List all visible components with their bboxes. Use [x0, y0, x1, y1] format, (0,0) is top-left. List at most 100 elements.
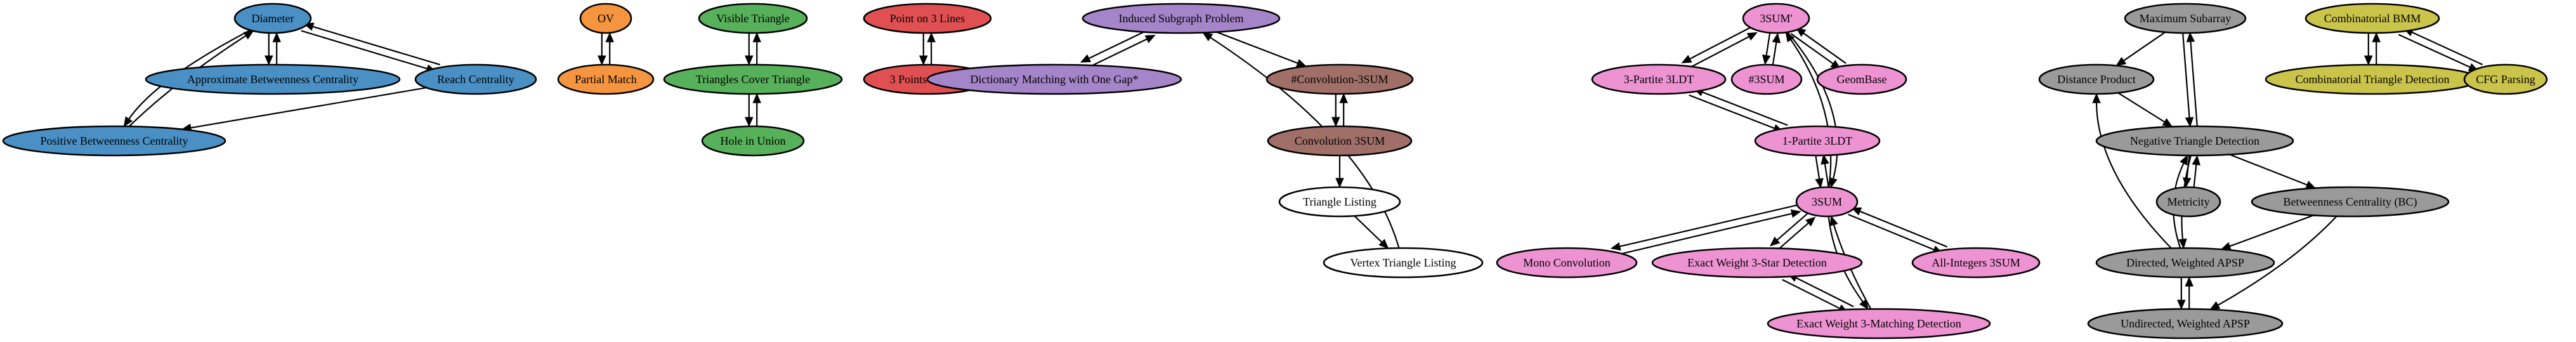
- node-label-visible_tri: Visible Triangle: [716, 12, 789, 25]
- edge-three_sum-to-all_int: [1848, 214, 1936, 251]
- node-label-metricity: Metricity: [2167, 195, 2210, 208]
- edge-tri_listing-to-vtx_tri_listing: [1354, 215, 1383, 244]
- edge-bc-to-dir_apsp: [2228, 214, 2314, 247]
- edge-three_partite-to-three_sum_prime: [1687, 35, 1751, 70]
- node-shape-ov: [579, 3, 632, 34]
- node-shape-dist_product: [2038, 63, 2155, 95]
- node-shape-vtx_tri_listing: [1323, 247, 1484, 279]
- node-point_3lines: Point on 3 Lines: [863, 3, 992, 34]
- edge-reach-to-diameter: [311, 25, 441, 65]
- arrowhead-comb_bmm-to-comb_tri: [2364, 55, 2373, 66]
- node-shape-tri_cover: [663, 63, 843, 95]
- node-three_partite: 3-Partite 3LDT: [1591, 63, 1727, 95]
- node-shape-sharp3sum: [1730, 63, 1803, 95]
- edge-three_sum_prime-to-three_partite: [1688, 25, 1753, 60]
- node-label-sharp3sum: #3SUM: [1748, 73, 1784, 86]
- node-label-comb_tri: Combinatorial Triangle Detection: [2296, 73, 2450, 86]
- edge-exact_match-to-exact_star: [1795, 276, 1854, 308]
- node-tri_listing: Triangle Listing: [1278, 186, 1401, 218]
- edge-one_partite-to-three_partite: [1701, 91, 1788, 126]
- node-shape-bc: [2251, 186, 2450, 218]
- node-shape-dir_apsp: [2095, 247, 2275, 279]
- arrowhead-point_3lines-to-three_pts_line: [919, 55, 928, 66]
- node-tri_cover: Triangles Cover Triangle: [663, 63, 843, 95]
- node-label-three_sum: 3SUM: [1812, 195, 1842, 208]
- arrowhead-tri_cover-to-hole_union: [745, 117, 754, 128]
- node-label-max_subarray: Maximum Subarray: [2140, 12, 2231, 25]
- node-ov: OV: [579, 3, 632, 34]
- edge-diameter-to-reach: [301, 30, 429, 70]
- node-label-diameter: Diameter: [252, 12, 294, 25]
- arrowhead-undir_apsp-to-dir_apsp: [2185, 276, 2194, 287]
- edge-induced_sub-to-sharp_conv: [1216, 31, 1300, 65]
- edge-mono_conv-to-three_sum: [1615, 213, 1794, 256]
- node-label-conv_3sum: Convolution 3SUM: [1295, 135, 1385, 147]
- node-dict_match: Dictionary Matching with One Gap*: [926, 63, 1182, 95]
- node-mono_conv: Mono Convolution: [1496, 247, 1638, 279]
- node-max_subarray: Maximum Subarray: [2124, 3, 2247, 34]
- arrowhead-dir_apsp-to-undir_apsp: [2177, 299, 2186, 310]
- node-label-hole_union: Hole in Union: [721, 135, 786, 147]
- node-shape-neg_tri: [2095, 125, 2294, 157]
- node-shape-exact_match: [1767, 308, 1991, 339]
- edge-three_sum_prime-to-sharp3sum: [1765, 32, 1771, 57]
- node-shape-induced_sub: [1082, 3, 1281, 34]
- node-all_int: All-Integers 3SUM: [1911, 247, 2041, 279]
- edge-dist_product-to-neg_tri: [2117, 92, 2166, 124]
- node-diameter: Diameter: [233, 3, 312, 34]
- node-neg_tri: Negative Triangle Detection: [2095, 125, 2294, 157]
- arrowhead-max_subarray-to-dist_product: [2115, 56, 2127, 67]
- node-shape-all_int: [1911, 247, 2041, 279]
- node-shape-conv_3sum: [1267, 125, 1413, 157]
- arrowhead-comb_tri-to-comb_bmm: [2372, 32, 2381, 43]
- node-reach: Reach Centrality: [414, 63, 537, 95]
- edge-max_subarray-to-neg_tri: [2182, 33, 2190, 119]
- edge-three_partite-to-one_partite: [1689, 94, 1776, 129]
- node-hole_union: Hole in Union: [701, 125, 805, 157]
- arrowhead-three_sum-to-three_sum_prime: [1785, 31, 1795, 43]
- arrowhead-conv_3sum-to-tri_listing: [1335, 178, 1344, 188]
- arrowhead-dir_apsp-to-dist_product: [2092, 93, 2101, 103]
- node-label-one_partite: 1-Partite 3LDT: [1782, 135, 1852, 147]
- node-shape-three_partite: [1591, 63, 1727, 95]
- arrowhead-diameter-to-approx_bc: [265, 55, 273, 66]
- edge-three_sum-to-mono_conv: [1618, 204, 1799, 247]
- node-dist_product: Distance Product: [2038, 63, 2155, 95]
- edge-cfg-to-comb_bmm: [2410, 30, 2483, 65]
- node-label-tri_listing: Triangle Listing: [1303, 195, 1376, 208]
- arrowhead-conv_3sum-to-sharp_conv: [1339, 93, 1348, 103]
- node-label-three_sum_prime: 3SUM': [1760, 12, 1792, 25]
- node-label-ov: OV: [598, 12, 614, 25]
- edge-geombase-to-three_sum_prime: [1801, 32, 1847, 64]
- node-shape-approx_bc: [145, 63, 401, 95]
- node-label-cfg: CFG Parsing: [2476, 73, 2535, 86]
- node-label-dist_product: Distance Product: [2057, 73, 2135, 86]
- node-exact_match: Exact Weight 3-Matching Detection: [1767, 308, 1991, 339]
- edge-neg_tri-to-bc: [2229, 154, 2309, 187]
- edge-comb_bmm-to-cfg: [2398, 34, 2472, 69]
- edge-max_subarray-to-dist_product: [2122, 31, 2166, 62]
- node-shape-cfg: [2463, 63, 2548, 95]
- edge-induced_sub-to-dict_match: [1087, 29, 1150, 60]
- edge-dir_apsp-to-dist_product: [2095, 101, 2172, 249]
- edge-one_partite-to-three_sum: [1815, 155, 1821, 181]
- node-shape-mono_conv: [1496, 247, 1638, 279]
- node-three_sum_prime: 3SUM': [1742, 3, 1810, 34]
- arrowhead-vtx_tri_listing-to-induced_sub: [1202, 32, 1213, 42]
- edge-three_sum-to-one_partite: [1824, 162, 1829, 187]
- arrowhead-hole_union-to-tri_cover: [752, 93, 761, 103]
- edge-three_sum-to-exact_star: [1775, 211, 1810, 242]
- node-label-sharp_conv: #Convolution-3SUM: [1291, 73, 1388, 86]
- node-pos_bc: Positive Betweenness Centrality: [2, 125, 226, 157]
- node-shape-dict_match: [926, 63, 1182, 95]
- node-label-undir_apsp: Undirected, Weighted APSP: [2121, 317, 2250, 330]
- node-shape-sharp_conv: [1265, 63, 1414, 95]
- edge-exact_star-to-exact_match: [1782, 279, 1841, 310]
- node-label-all_int: All-Integers 3SUM: [1932, 256, 2020, 269]
- arrowhead-tri_cover-to-visible_tri: [752, 32, 761, 43]
- node-shape-metricity: [2155, 186, 2221, 218]
- node-label-geombase: GeomBase: [1837, 73, 1887, 86]
- node-shape-max_subarray: [2124, 3, 2247, 34]
- node-approx_bc: Approximate Betweenness Centrality: [145, 63, 401, 95]
